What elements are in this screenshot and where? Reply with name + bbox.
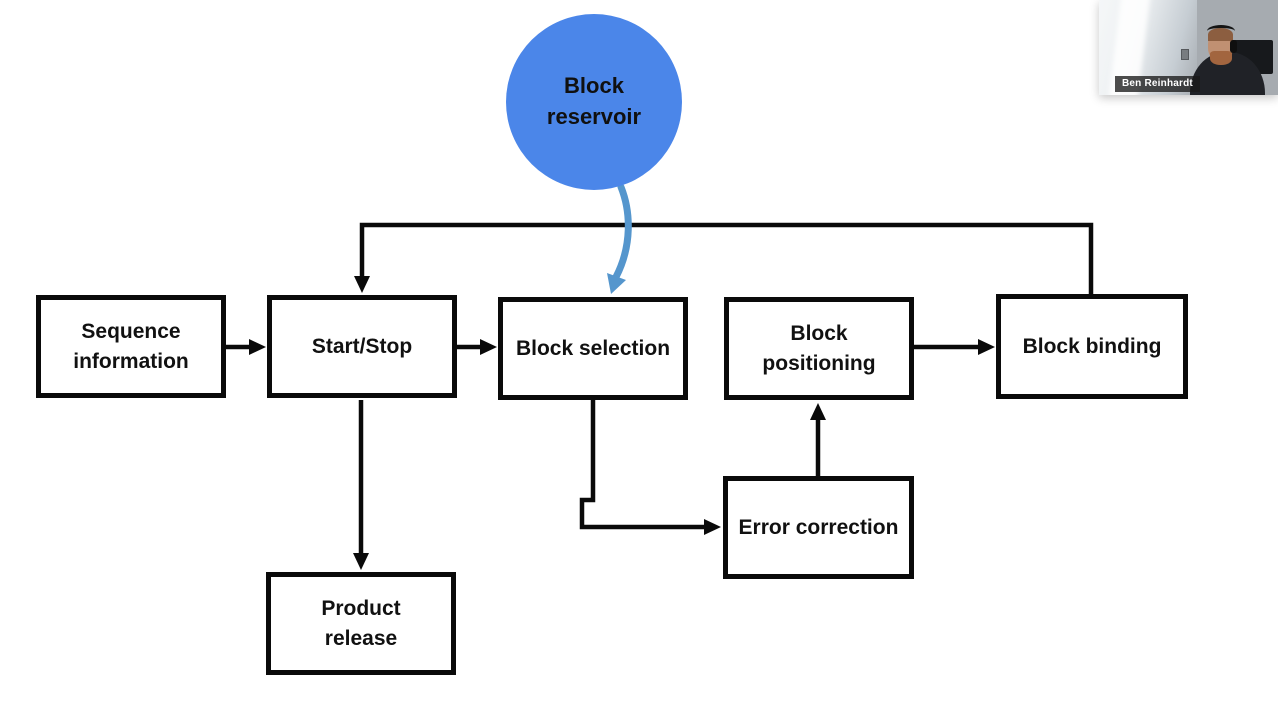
arrow-error-to-positioning xyxy=(810,403,826,476)
node-label: Block reservoir xyxy=(546,73,642,129)
node-block-selection: Block selection xyxy=(498,297,688,400)
headphones-earcup xyxy=(1229,39,1237,53)
node-label: Product release xyxy=(321,596,401,650)
participant-beard xyxy=(1209,51,1232,66)
node-sequence-information: Sequence information xyxy=(36,295,226,398)
node-label: Block selection xyxy=(515,336,671,360)
arrow-sequence-to-startstop xyxy=(226,339,266,355)
node-error-correction: Error correction xyxy=(723,476,914,579)
node-label: Sequence information xyxy=(73,319,189,373)
arrow-selection-to-error xyxy=(579,400,721,535)
arrow-binding-feedback-to-startstop xyxy=(354,222,1094,296)
picture-frame xyxy=(1181,49,1190,61)
arrow-startstop-to-selection xyxy=(457,339,497,355)
participant-video-tile[interactable]: Ben Reinhardt xyxy=(1099,0,1278,95)
node-block-positioning: Block positioning xyxy=(724,297,914,400)
participant-name-tag: Ben Reinhardt xyxy=(1115,76,1200,92)
node-label: Start/Stop xyxy=(311,334,413,358)
arrow-reservoir-to-selection xyxy=(607,183,632,294)
node-product-release: Product release xyxy=(266,572,456,675)
node-block-binding: Block binding xyxy=(996,294,1188,399)
node-label: Block positioning xyxy=(762,321,876,375)
node-block-reservoir: Block reservoir xyxy=(506,14,682,190)
headphones-band xyxy=(1206,24,1235,37)
arrow-startstop-to-product xyxy=(353,400,369,570)
node-label: Error correction xyxy=(738,515,899,539)
arrow-positioning-to-binding xyxy=(914,339,995,355)
node-label: Block binding xyxy=(1022,334,1162,358)
node-start-stop: Start/Stop xyxy=(267,295,457,398)
